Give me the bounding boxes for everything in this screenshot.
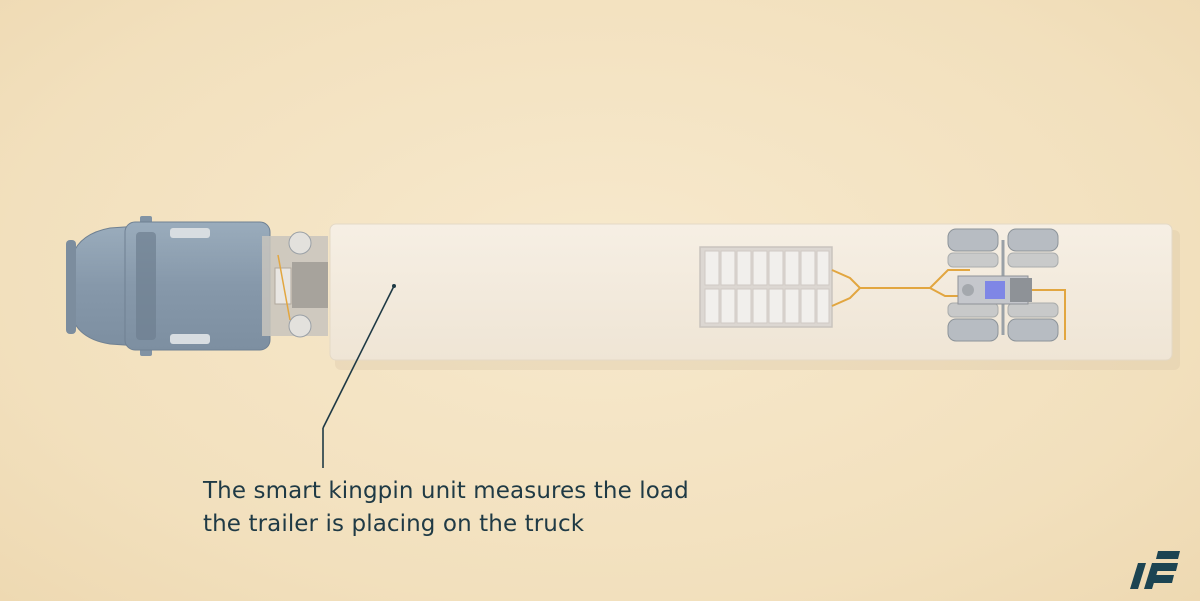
rear-wheels bbox=[947, 228, 1059, 342]
callout-caption: The smart kingpin unit measures the load… bbox=[203, 475, 823, 541]
caption-line-2: the trailer is placing on the truck bbox=[203, 511, 585, 537]
battery-pack bbox=[699, 246, 833, 328]
truck-cab bbox=[66, 216, 328, 356]
callout-leader-line bbox=[322, 285, 395, 429]
e-axle-unit bbox=[957, 275, 1032, 305]
caption-line-1: The smart kingpin unit measures the load bbox=[203, 478, 689, 504]
brand-logo-icon bbox=[1130, 551, 1180, 589]
